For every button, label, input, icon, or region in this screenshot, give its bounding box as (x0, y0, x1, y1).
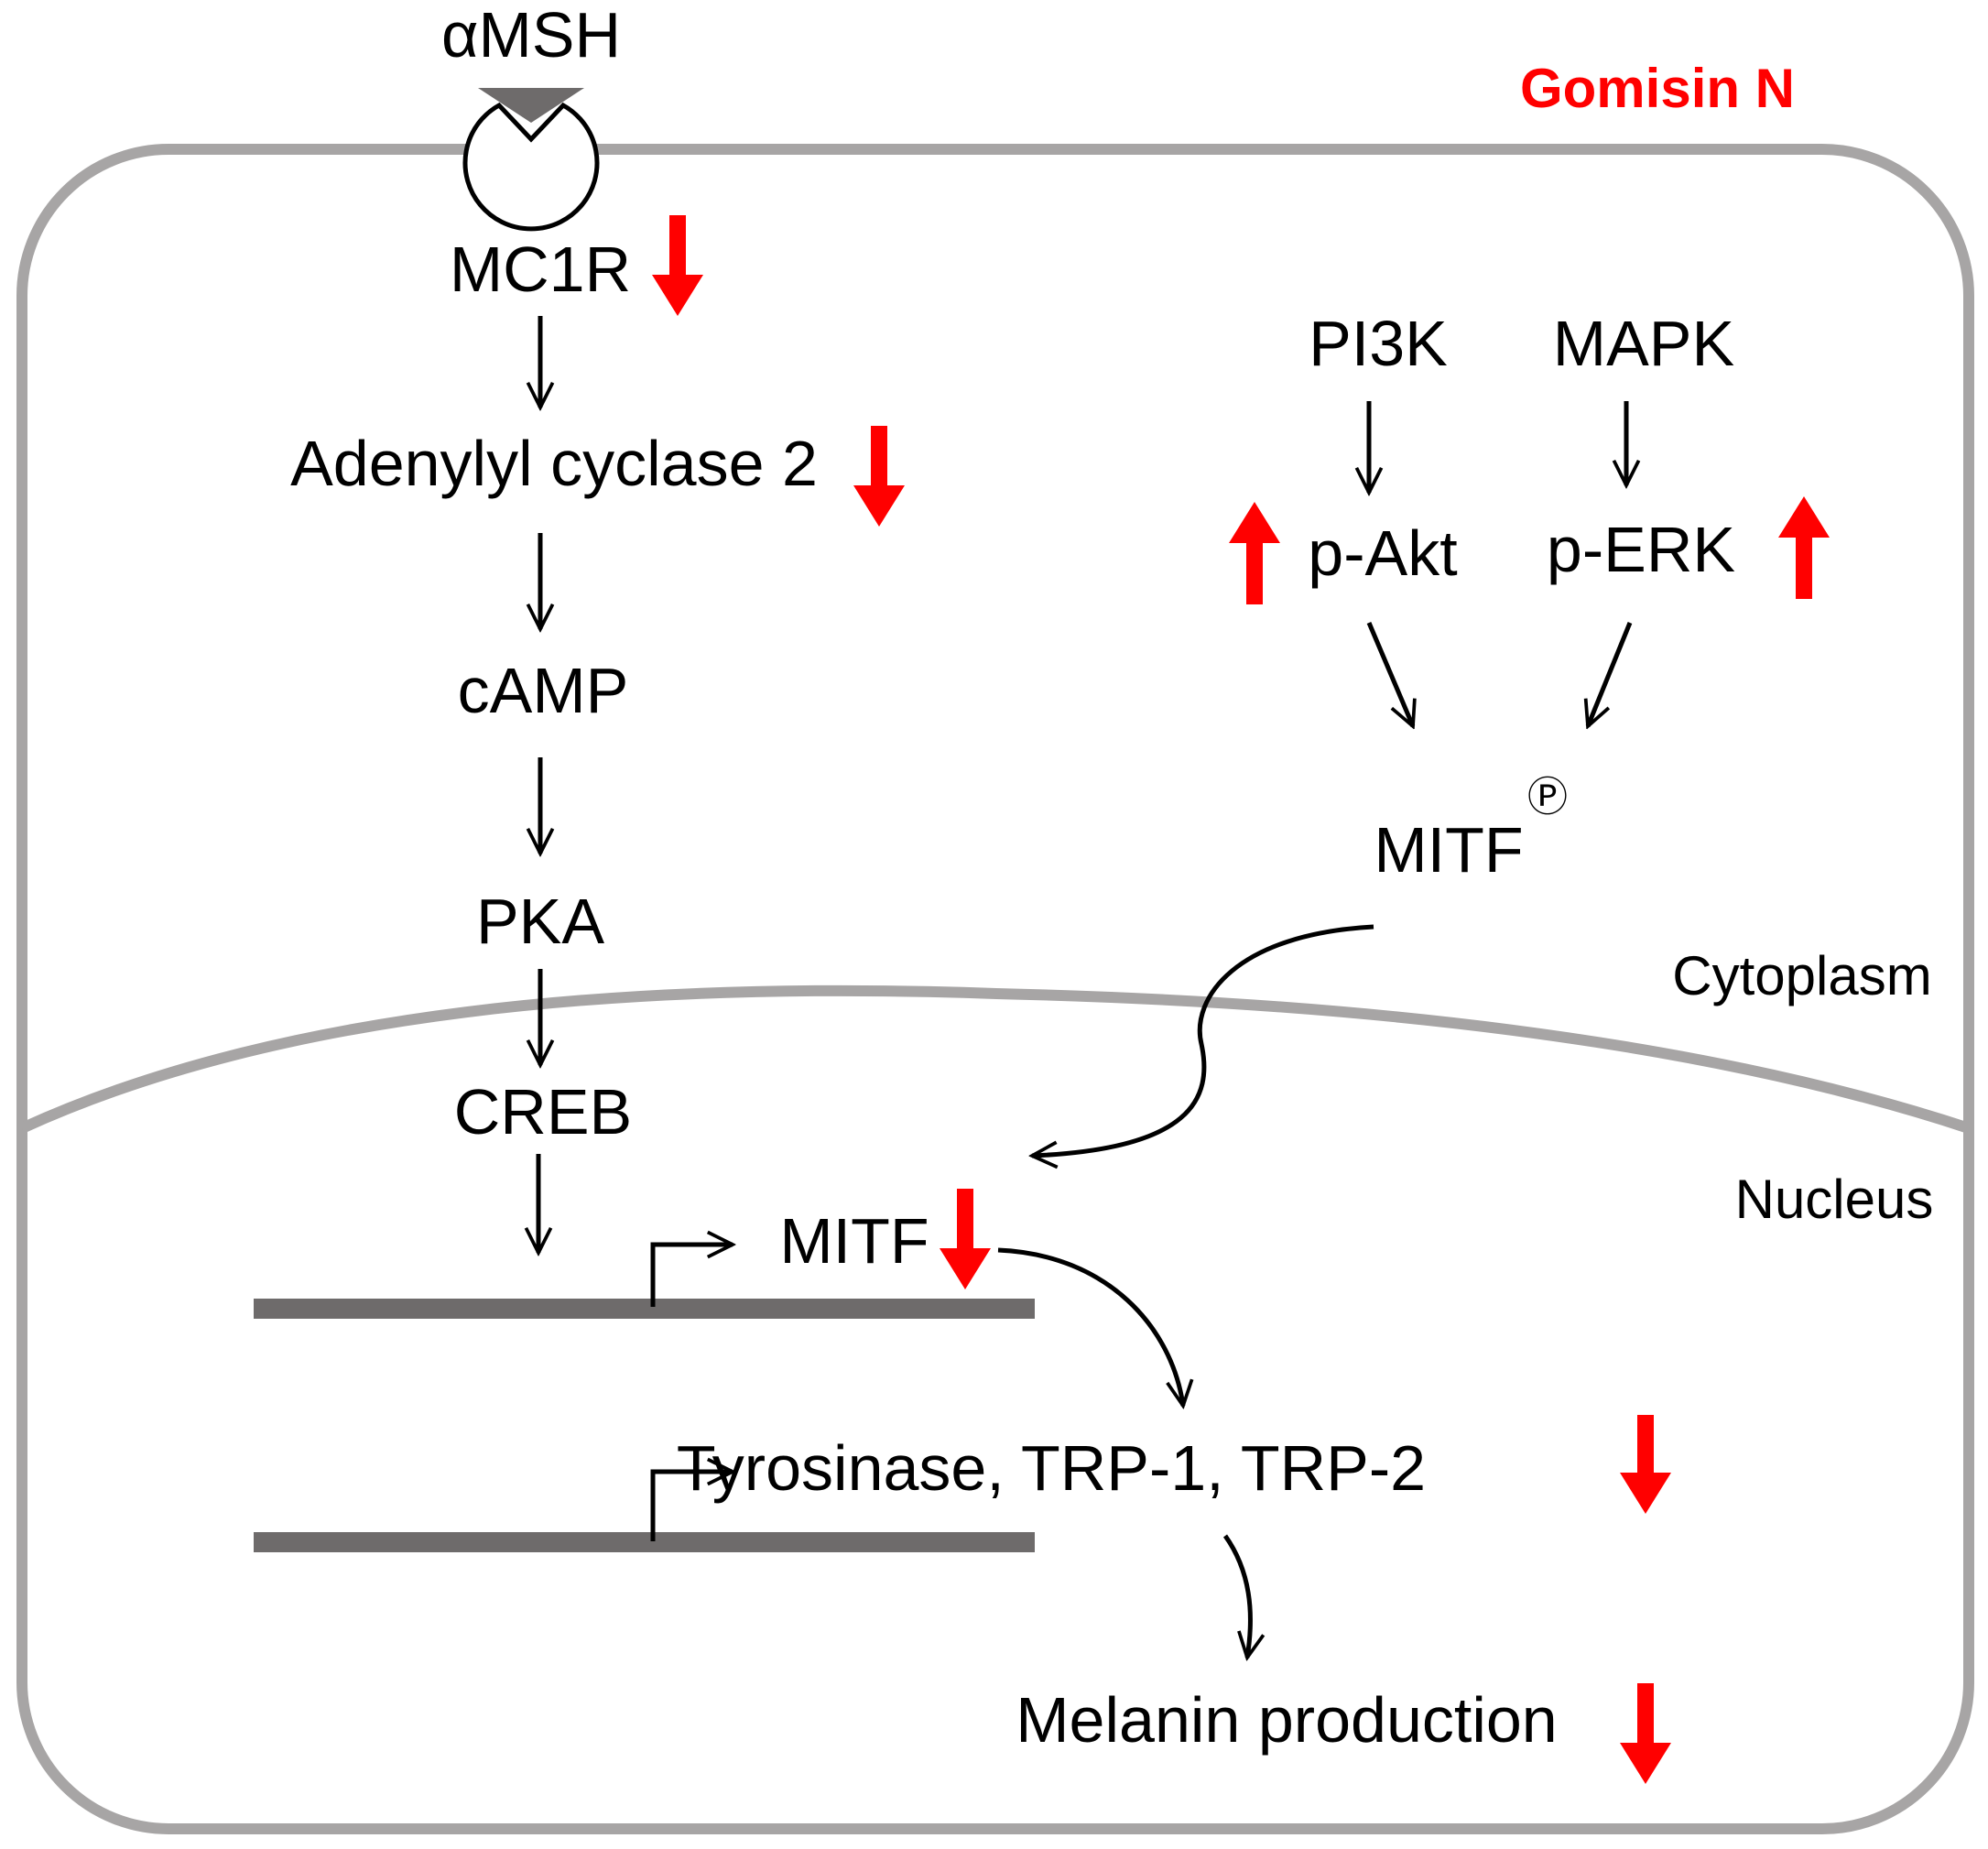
melanin-label: Melanin production (1016, 1684, 1557, 1756)
ligand-label: αMSH (441, 0, 621, 71)
mitf-phospho-label: MITF (1374, 814, 1523, 886)
dna-strand-2 (254, 1532, 1035, 1552)
pi3k-label: PI3K (1309, 308, 1448, 379)
arrow-targets-melanin (1222, 1534, 1250, 1658)
creb-label: CREB (454, 1076, 632, 1147)
phospho-icon: Ⓟ (1527, 774, 1568, 821)
down-arrow-icon (1620, 1683, 1671, 1784)
down-arrow-icon (1620, 1415, 1671, 1514)
title: Gomisin N (1520, 58, 1795, 119)
p-akt-label: p-Akt (1308, 517, 1457, 589)
adenylyl-cyclase-label: Adenylyl cyclase 2 (290, 428, 818, 499)
cell-membrane (16, 144, 1974, 1834)
receptor-icon (462, 102, 600, 232)
promoter-arrow-icon (650, 1472, 733, 1541)
mc1r-label: MC1R (450, 234, 631, 305)
ligand-triangle-icon (478, 88, 584, 123)
targets-label: Tyrosinase, TRP-1, TRP-2 (677, 1432, 1426, 1504)
nuclear-envelope (19, 984, 1971, 1134)
arrow-erk-mitf (1588, 622, 1633, 726)
down-arrow-icon (652, 215, 703, 316)
nucleus-label: Nucleus (1735, 1169, 1934, 1230)
camp-label: cAMP (458, 655, 629, 726)
down-arrow-icon (940, 1189, 991, 1289)
cytoplasm-label: Cytoplasm (1672, 945, 1931, 1006)
mapk-label: MAPK (1553, 308, 1734, 379)
effect-arrows (652, 215, 1830, 1784)
arrow-mitf-translocation (1032, 924, 1374, 1156)
mitf-gene-label: MITF (779, 1205, 929, 1277)
up-arrow-icon (1229, 502, 1280, 604)
dna-strand-1 (254, 1299, 1035, 1319)
down-arrow-icon (853, 426, 905, 527)
arrow-mitf-targets (997, 1247, 1183, 1406)
promoter-arrow-icon (650, 1245, 733, 1307)
pka-label: PKA (476, 886, 604, 957)
up-arrow-icon (1778, 496, 1830, 599)
arrow-akt-mitf (1366, 622, 1413, 726)
p-erk-label: p-ERK (1547, 514, 1735, 585)
